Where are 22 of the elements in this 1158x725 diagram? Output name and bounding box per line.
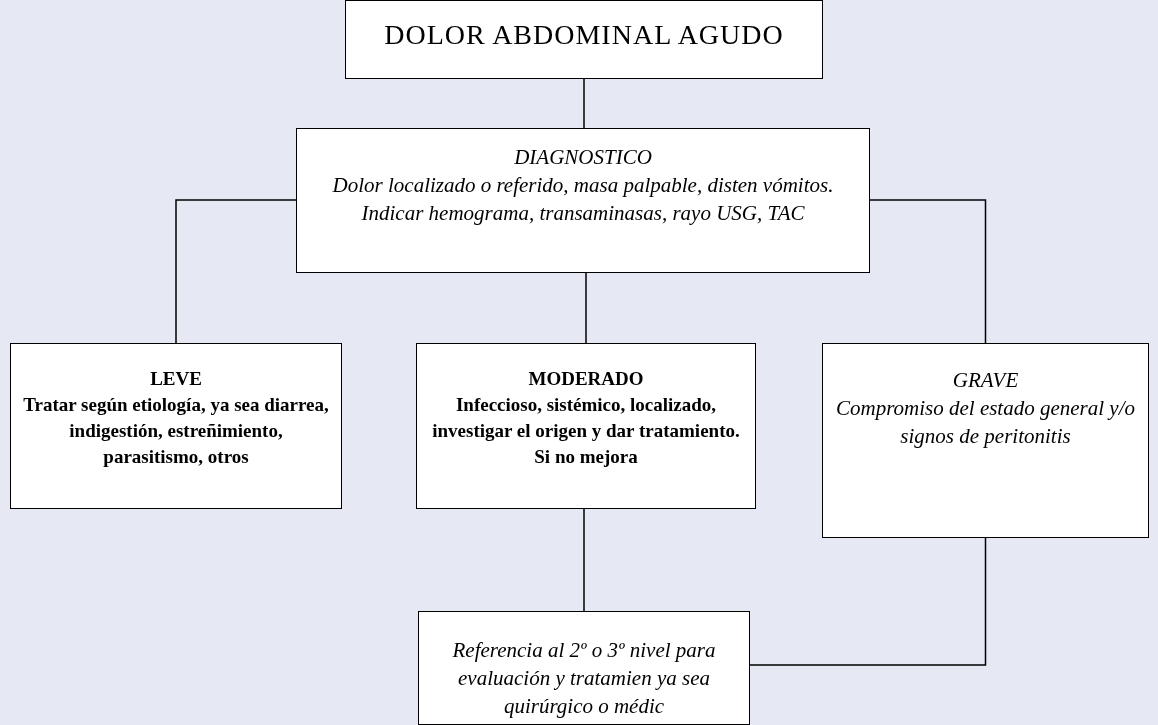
body-text: Compromiso del estado general y/o signos de peritonitis	[835, 395, 1136, 450]
heading: GRAVE	[951, 367, 1020, 394]
body-text: Dolor localizado o referido, masa palpable, disten vómitos. Indicar hemograma, transaminasas, rayo USG, TAC	[331, 172, 835, 227]
process-box	[418, 611, 750, 725]
body-text: Infeccioso, sistémico, localizado, investigar el origen y dar tratamiento. Si no mejora	[431, 393, 741, 469]
connector-line	[585, 272, 587, 344]
process-box	[296, 128, 870, 273]
heading: LEVE	[149, 367, 203, 391]
connector-line	[869, 199, 987, 344]
heading: DIAGNOSTICO	[513, 144, 653, 171]
title-box	[345, 0, 823, 79]
title: DOLOR ABDOMINAL AGUDO	[383, 21, 785, 49]
process-box	[416, 343, 756, 509]
connector-line	[175, 199, 297, 344]
heading: MODERADO	[527, 367, 645, 391]
connector-line	[583, 78, 585, 129]
process-box	[822, 343, 1149, 538]
connector-line	[583, 508, 585, 612]
connector-line	[749, 537, 987, 666]
body-text: Tratar según etiología, ya sea diarrea, indigestión, estreñimiento, parasitismo, otros	[22, 393, 330, 469]
body-text: Referencia al 2º o 3º nivel para evaluación y tratamien ya sea quirúrgico o médic	[451, 637, 717, 720]
process-box	[10, 343, 342, 509]
